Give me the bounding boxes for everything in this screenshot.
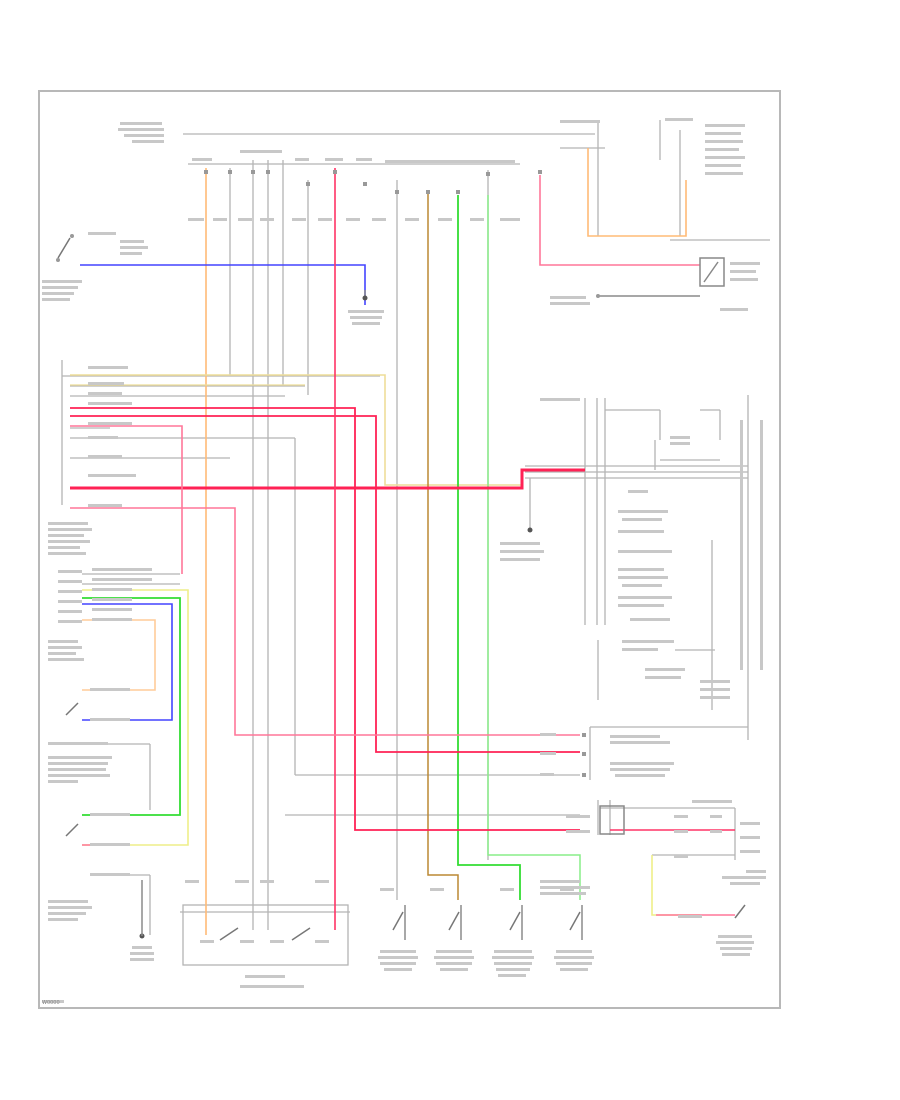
switch-contact-icon [569,905,583,940]
page-reference: W0000 [42,1000,60,1006]
wire-pink-top [539,175,700,266]
ground-icon [139,880,145,939]
wire-yellow-right [651,855,700,916]
wire-blue-left [82,603,173,721]
ground-icon [362,290,368,301]
wire-green-main [457,195,521,900]
wire-peach-bottom [82,619,156,691]
wire-tan-1 [70,374,522,486]
label-placeholders [42,118,766,1003]
switch-contact-icon [219,927,311,941]
colored-wires [70,148,735,935]
wire-orange-2 [587,148,687,237]
wire-green-right [487,195,581,900]
switch-contact-icon [734,904,746,919]
connector-pins [204,170,586,777]
switch-contact-icon [509,905,523,940]
switch-contact-icon [448,905,462,940]
switch-contact-icon [56,234,74,262]
relay-icon [599,805,625,835]
wire-red-2 [70,415,580,753]
relay-icon [699,257,725,287]
wire-red-main [70,468,585,490]
gray-wires [61,120,770,966]
wire-yellow-left [82,589,189,846]
diagram-frame [38,90,781,1009]
wire-red-1 [70,407,580,831]
switch-contact-icon [392,905,406,940]
wire-blue-top [80,264,366,305]
wire-green-left [82,597,181,816]
components [56,234,746,941]
switch-contact-icon [65,702,79,716]
switch-contact-icon [65,823,79,837]
wire-pink-1 [70,425,183,574]
wire-pink-2 [70,507,580,736]
wire-brown [427,190,459,900]
ground-icon [527,527,533,533]
